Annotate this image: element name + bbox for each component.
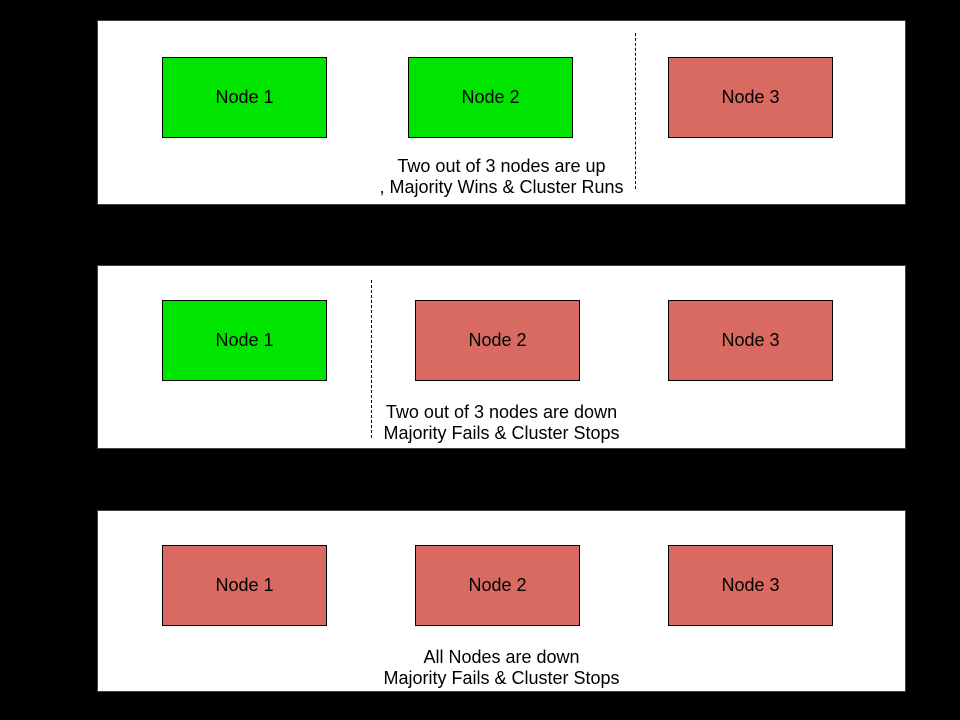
node-1-box: Node 1 bbox=[162, 545, 327, 626]
node-3-label: Node 3 bbox=[721, 87, 780, 107]
panel-caption: Two out of 3 nodes are down Majority Fai… bbox=[98, 402, 905, 444]
caption-line-2: Majority Fails & Cluster Stops bbox=[383, 423, 620, 443]
caption-line-2: , Majority Wins & Cluster Runs bbox=[379, 177, 624, 197]
node-3-box: Node 3 bbox=[668, 57, 833, 138]
panel-caption: Two out of 3 nodes are up , Majority Win… bbox=[98, 156, 905, 198]
caption-line-2: Majority Fails & Cluster Stops bbox=[383, 668, 620, 688]
caption-line-1: Two out of 3 nodes are down bbox=[385, 402, 618, 422]
node-2-label: Node 2 bbox=[468, 330, 527, 350]
caption-line-1: All Nodes are down bbox=[423, 647, 580, 667]
node-1-label: Node 1 bbox=[215, 87, 274, 107]
scenario-panel-two-nodes-down: Node 1 Node 2 Node 3 Two out of 3 nodes … bbox=[97, 265, 906, 449]
node-1-box: Node 1 bbox=[162, 300, 327, 381]
partition-dashed-line bbox=[371, 280, 372, 438]
panel-caption: All Nodes are down Majority Fails & Clus… bbox=[98, 647, 905, 689]
scenario-panel-two-nodes-up: Node 1 Node 2 Node 3 Two out of 3 nodes … bbox=[97, 20, 906, 205]
node-3-box: Node 3 bbox=[668, 300, 833, 381]
partition-dashed-line bbox=[635, 33, 636, 189]
node-3-label: Node 3 bbox=[721, 575, 780, 595]
node-2-box: Node 2 bbox=[415, 300, 580, 381]
node-1-label: Node 1 bbox=[215, 575, 274, 595]
node-2-box: Node 2 bbox=[415, 545, 580, 626]
node-2-label: Node 2 bbox=[468, 575, 527, 595]
node-3-box: Node 3 bbox=[668, 545, 833, 626]
node-1-box: Node 1 bbox=[162, 57, 327, 138]
node-3-label: Node 3 bbox=[721, 330, 780, 350]
node-2-box: Node 2 bbox=[408, 57, 573, 138]
node-2-label: Node 2 bbox=[461, 87, 520, 107]
caption-line-1: Two out of 3 nodes are up bbox=[397, 156, 606, 176]
scenario-panel-all-nodes-down: Node 1 Node 2 Node 3 All Nodes are down … bbox=[97, 510, 906, 692]
node-1-label: Node 1 bbox=[215, 330, 274, 350]
